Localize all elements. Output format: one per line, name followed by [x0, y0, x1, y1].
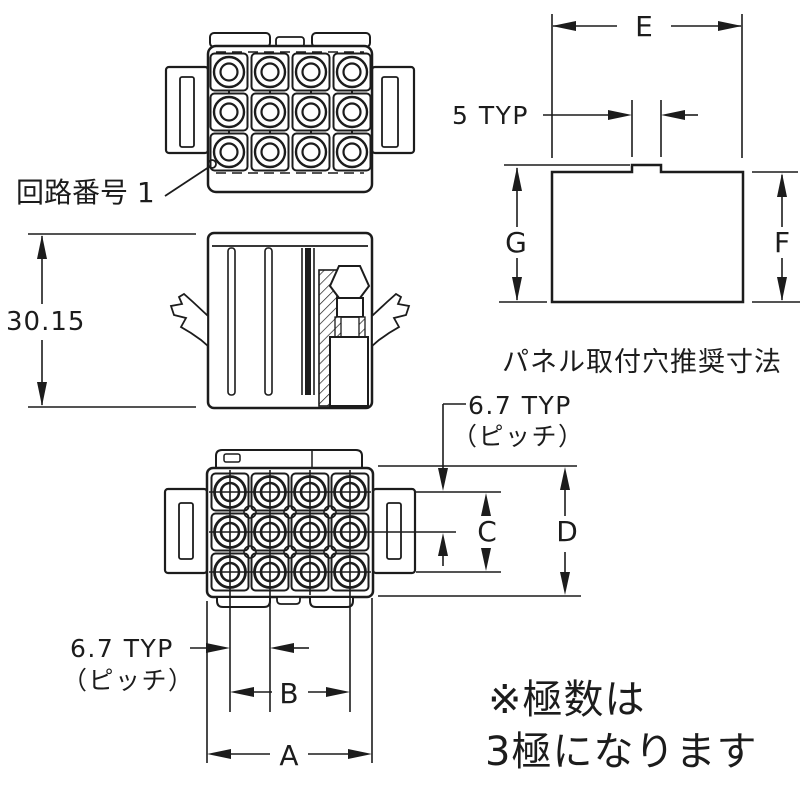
dimension-F: F — [752, 171, 800, 303]
arrow-right-icon — [326, 687, 350, 697]
dimension-pitch-top: 6.7 TYP （ピッチ） — [438, 391, 585, 566]
dim-C-label: C — [477, 515, 497, 548]
arrow-up-icon — [777, 173, 787, 197]
bolt-nut — [336, 297, 364, 318]
dimension-G: G — [499, 164, 630, 303]
dimension-5TYP: 5 TYP — [452, 100, 698, 157]
arrow-down-icon — [438, 468, 448, 491]
rear-pin-grid — [210, 472, 370, 592]
bolt-shaft — [329, 336, 369, 407]
dim-F-label: F — [774, 226, 790, 259]
arrow-left-icon — [270, 643, 294, 653]
dimension-pitch-bottom: 6.7 TYP （ピッチ） — [62, 634, 309, 695]
pitch-bottom-label-value: 6.7 TYP — [70, 634, 174, 663]
circuit1-leader-line — [164, 166, 210, 197]
dimension-30-15: 30.15 — [6, 233, 196, 408]
rear-inter-pin-holes — [243, 505, 337, 559]
side-groove-2 — [264, 247, 273, 396]
side-latch-left — [169, 292, 209, 348]
rear-centerlines — [209, 470, 501, 712]
circuit-number-label: 回路番号 1 — [16, 176, 155, 209]
rear-ear-left — [163, 487, 209, 575]
rear-bottom-tab-left — [216, 596, 271, 608]
dim-30-15-label: 30.15 — [6, 307, 85, 337]
dimension-C: C — [477, 493, 497, 571]
front-ear-left — [164, 65, 210, 155]
arrow-up-icon — [560, 467, 570, 490]
arrow-up-icon — [37, 235, 47, 259]
pitch-top-label-unit: （ピッチ） — [452, 422, 585, 451]
dim-G-label: G — [505, 226, 527, 259]
side-latch-right — [371, 292, 411, 348]
arrow-up-icon — [438, 533, 448, 556]
dimension-E: E — [551, 10, 743, 158]
panel-hole-view: E 5 TYP G F — [452, 10, 800, 378]
front-ear-right-slot — [381, 76, 399, 148]
bolt-collar-hatch-right — [358, 316, 366, 338]
arrow-right-icon — [206, 643, 230, 653]
arrow-down-icon — [560, 572, 570, 595]
arrow-down-icon — [777, 277, 787, 301]
bolt-collar-hatch-left — [334, 316, 342, 338]
bolt-collar — [339, 316, 361, 338]
dim-B-label: B — [279, 677, 298, 710]
arrow-down-icon — [512, 277, 522, 301]
note-line-2: 3極になります — [485, 729, 757, 775]
note-line-1: ※極数は — [488, 677, 646, 723]
arrow-left-icon — [661, 110, 685, 120]
front-pin-grid — [209, 52, 372, 172]
circuit1-marker — [207, 159, 217, 169]
front-view: 回路番号 1 — [16, 32, 416, 209]
dimension-D: D — [556, 467, 578, 595]
dimension-A: A — [207, 739, 372, 772]
rear-ear-left-slot — [178, 502, 194, 560]
arrow-left-icon — [230, 687, 254, 697]
rear-bottom-notch — [276, 596, 301, 605]
front-grid-nubs — [228, 91, 353, 134]
front-ear-left-slot — [179, 76, 195, 148]
arrow-down-icon — [481, 548, 491, 571]
rear-bottom-tab-right — [309, 596, 354, 608]
front-ear-right — [370, 65, 416, 155]
arrow-down-icon — [37, 382, 47, 406]
arrow-left-icon — [207, 749, 231, 759]
rear-top-plateau — [215, 449, 363, 469]
rear-ear-right — [371, 487, 417, 575]
bolt-hex-head — [328, 265, 371, 299]
arrow-right-icon — [348, 749, 372, 759]
side-dark-rib — [305, 248, 311, 395]
dim-E-label: E — [635, 10, 653, 43]
dim-A-label: A — [279, 739, 298, 772]
panel-hole-outline — [550, 163, 745, 304]
arrow-right-icon — [608, 110, 632, 120]
pitch-top-label-value: 6.7 TYP — [468, 391, 572, 420]
side-view: 30.15 — [6, 231, 411, 410]
dim-D-label: D — [556, 515, 578, 548]
dim-5TYP-label: 5 TYP — [452, 101, 529, 130]
arrow-up-icon — [512, 167, 522, 191]
panel-hole-caption: パネル取付穴推奨寸法 — [502, 347, 782, 378]
pitch-bottom-label-unit: （ピッチ） — [62, 666, 195, 695]
rear-right-dimensions: 6.7 TYP （ピッチ） C D — [378, 391, 585, 597]
side-groove-1 — [227, 247, 236, 396]
arrow-left-icon — [552, 21, 576, 31]
rear-bottom-dimensions: 6.7 TYP （ピッチ） B A — [62, 598, 373, 772]
dimension-B: B — [230, 677, 350, 710]
rear-ear-right-slot — [386, 502, 402, 560]
rear-view — [163, 449, 501, 712]
pole-count-note: ※極数は 3極になります — [485, 677, 757, 775]
front-body — [206, 44, 374, 194]
arrow-right-icon — [718, 21, 742, 31]
rear-plateau-slot — [223, 453, 241, 463]
arrow-up-icon — [481, 493, 491, 516]
